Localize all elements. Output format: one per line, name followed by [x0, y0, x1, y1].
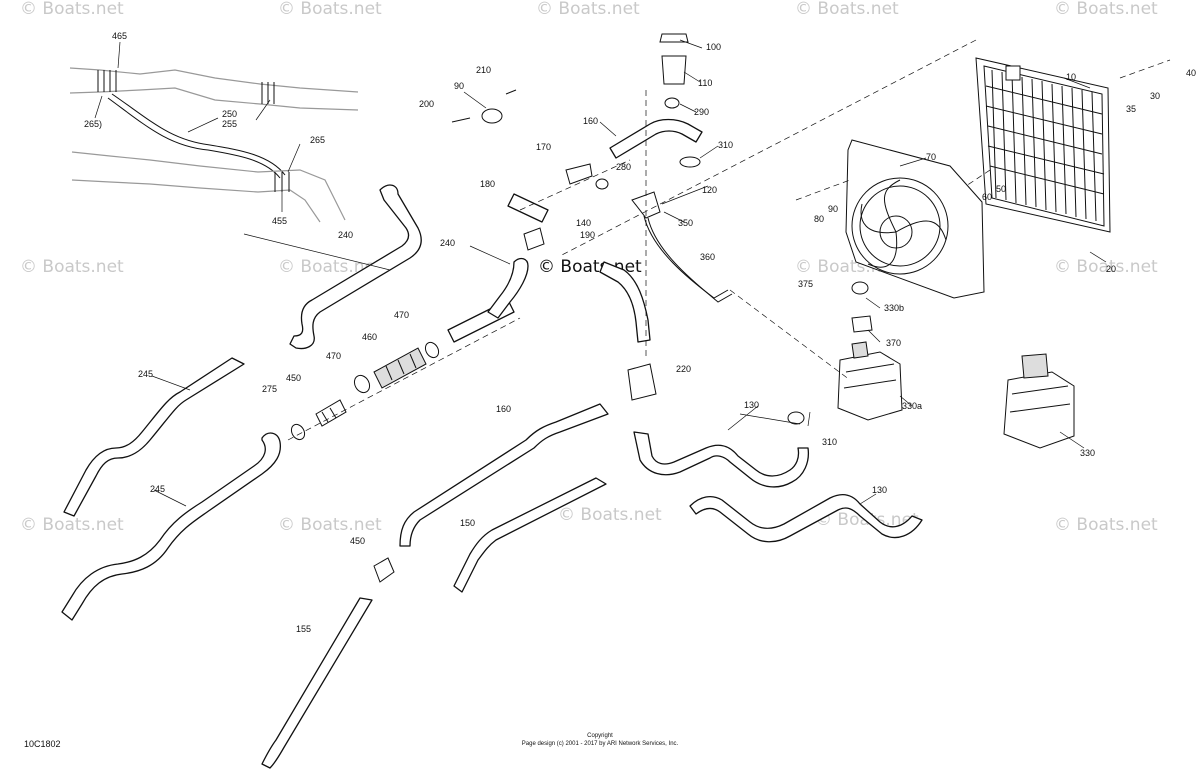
callout-90: 90 — [454, 81, 464, 91]
callout-245: 245 — [150, 484, 165, 494]
footer-copyright: Copyright — [587, 733, 613, 739]
callouts: 465 265) 250 255 265 455 240 245 245 275… — [84, 31, 1196, 634]
callout-240: 240 — [338, 230, 353, 240]
callout-370: 370 — [886, 338, 901, 348]
callout-350: 350 — [678, 218, 693, 228]
callout-290: 290 — [694, 107, 709, 117]
callout-450: 450 — [286, 373, 301, 383]
callout-330b: 330b — [884, 303, 904, 313]
watermark: © Boats.net — [20, 515, 124, 535]
callout-310: 310 — [718, 140, 733, 150]
watermark: © Boats.net — [1054, 257, 1158, 277]
callout-10: 10 — [1066, 72, 1076, 82]
callout-255: 255 — [222, 119, 237, 129]
hose-245-lower — [61, 432, 282, 621]
callout-170: 170 — [536, 142, 551, 152]
callout-265: 265) — [84, 119, 102, 129]
callout-220: 220 — [676, 364, 691, 374]
callout-140: 140 — [576, 218, 591, 228]
callout-30: 30 — [1150, 91, 1160, 101]
callout-80: 80 — [814, 214, 824, 224]
callout-150: 150 — [460, 518, 475, 528]
callout-110: 110 — [698, 78, 712, 88]
callout-50: 50 — [996, 184, 1006, 194]
callout-265: 265 — [310, 135, 325, 145]
callout-470: 470 — [326, 351, 341, 361]
reservoir-330a — [729, 281, 903, 421]
callout-100: 100 — [706, 42, 721, 52]
watermark: © Boats.net — [558, 505, 662, 525]
callout-190: 190 — [580, 230, 595, 240]
callout-310: 310 — [822, 437, 837, 447]
watermark: © Boats.net — [1054, 515, 1158, 535]
connector-assembly — [287, 299, 521, 441]
callout-120: 120 — [702, 185, 717, 195]
hose-160-lower — [399, 403, 609, 547]
watermark: © Boats.net — [795, 0, 899, 19]
watermark: © Boats.net — [278, 0, 382, 19]
hose-245-upper — [63, 357, 245, 517]
callout-245: 245 — [138, 369, 153, 379]
fan-assembly — [795, 139, 985, 299]
callout-250: 250 — [222, 109, 237, 119]
callout-90: 90 — [828, 204, 838, 214]
callout-360: 360 — [700, 252, 715, 262]
callout-210: 210 — [476, 65, 491, 75]
watermark: © Boats.net — [536, 0, 640, 19]
callout-180: 180 — [480, 179, 495, 189]
radiator — [559, 39, 1171, 257]
callout-60: 60 — [982, 192, 992, 202]
footer-page-design: Page design (c) 2001 - 2017 by ARI Netwo… — [521, 741, 679, 747]
callout-130: 130 — [744, 400, 759, 410]
reservoir-330 — [1003, 353, 1075, 449]
callout-275: 275 — [262, 384, 277, 394]
diagram-code: 10C1802 — [24, 739, 61, 749]
callout-280: 280 — [616, 162, 631, 172]
callout-375: 375 — [798, 279, 813, 289]
callout-70: 70 — [926, 152, 936, 162]
callout-330a: 330a — [902, 401, 922, 411]
leader-lines — [151, 39, 1107, 507]
callout-460: 460 — [362, 332, 377, 342]
callout-40: 40 — [1186, 68, 1196, 78]
upper-center-parts — [451, 33, 733, 401]
callout-450: 450 — [350, 536, 365, 546]
inset-detail — [69, 41, 359, 223]
hose-240-left — [289, 184, 422, 350]
callout-155: 155 — [296, 624, 311, 634]
callout-240: 240 — [440, 238, 455, 248]
callout-35: 35 — [1126, 104, 1136, 114]
hose-240-center — [487, 257, 529, 319]
hose-150 — [453, 477, 607, 593]
callout-470: 470 — [394, 310, 409, 320]
watermark: © Boats.net — [20, 257, 124, 277]
callout-200: 200 — [419, 99, 434, 109]
callout-20: 20 — [1106, 264, 1116, 274]
hose-130-upper — [633, 411, 810, 488]
callout-465: 465 — [112, 31, 127, 41]
callout-455: 455 — [272, 216, 287, 226]
callout-330: 330 — [1080, 448, 1095, 458]
watermark: © Boats.net — [1054, 0, 1158, 19]
watermark: © Boats.net — [278, 257, 382, 277]
hose-155 — [261, 557, 395, 769]
hose-130-lower — [689, 493, 923, 543]
callout-130: 130 — [872, 485, 887, 495]
watermark: © Boats.net — [20, 0, 124, 19]
callout-160: 160 — [496, 404, 511, 414]
watermark: © Boats.net — [278, 515, 382, 535]
callout-160: 160 — [583, 116, 598, 126]
